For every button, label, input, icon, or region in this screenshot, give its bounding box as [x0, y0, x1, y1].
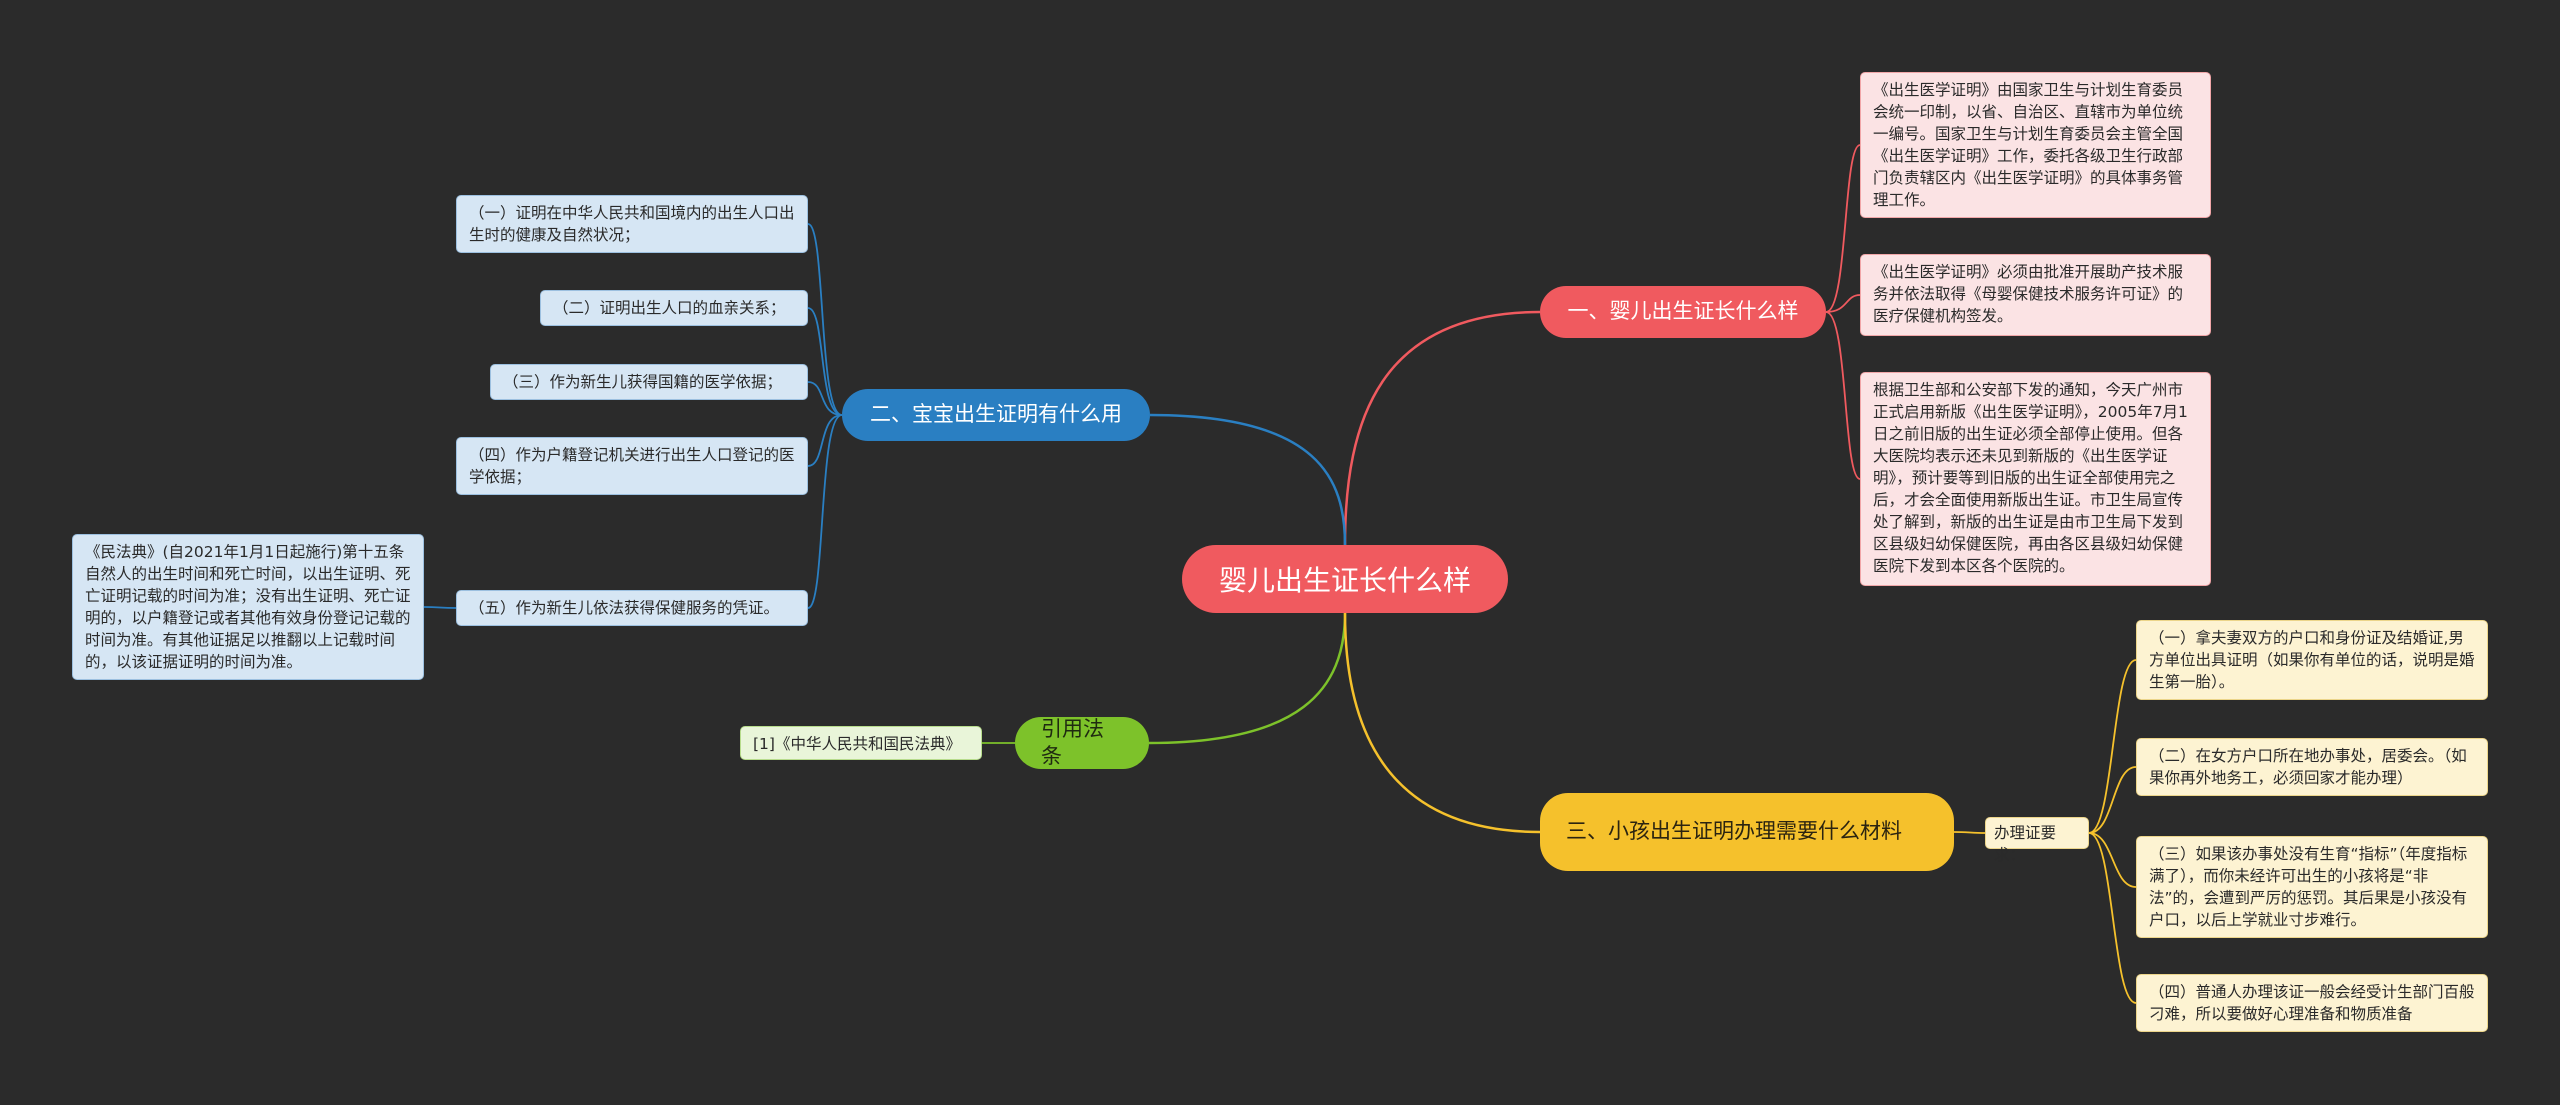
edge-yellow-mid: [1953, 831, 1986, 834]
leaf-node[interactable]: （五）作为新生儿依法获得保健服务的凭证。: [456, 590, 808, 626]
leaf-node[interactable]: （一）证明在中华人民共和国境内的出生人口出生时的健康及自然状况；: [456, 195, 808, 253]
edge-blue-sub: [423, 606, 457, 609]
edge-blue-5: [807, 414, 843, 609]
branch-appearance[interactable]: 一、婴儿出生证长什么样: [1540, 286, 1826, 338]
leaf-node[interactable]: （三）如果该办事处没有生育“指标”（年度指标满了），而你未经许可出生的小孩将是“…: [2136, 836, 2488, 938]
root-label: 婴儿出生证长什么样: [1218, 564, 1471, 597]
root-node[interactable]: 婴儿出生证长什么样: [1182, 545, 1508, 613]
edge-yellow-2: [2088, 766, 2137, 834]
edge-root-green: [1148, 612, 1347, 745]
leaf-node[interactable]: （四）普通人办理该证一般会经受计生部门百般刁难，所以要做好心理准备和物质准备: [2136, 974, 2488, 1032]
edge-yellow-4: [2088, 832, 2137, 1004]
branch-label: 一、婴儿出生证长什么样: [1567, 299, 1799, 324]
edge-blue-3: [807, 381, 843, 416]
edge-red-1: [1825, 144, 1861, 313]
edge-root-blue: [1149, 413, 1347, 546]
leaf-node[interactable]: （一）拿夫妻双方的户口和身份证及结婚证,男方单位出具证明（如果你有单位的话，说明…: [2136, 620, 2488, 700]
branch-label: 引用法条: [1041, 716, 1104, 768]
branch-usage[interactable]: 二、宝宝出生证明有什么用: [842, 389, 1150, 441]
leaf-node[interactable]: （二）在女方户口所在地办事处，居委会。（如果你再外地务工，必须回家才能办理）: [2136, 738, 2488, 796]
leaf-node[interactable]: [1]《中华人民共和国民法典》: [740, 726, 982, 760]
edge-root-red: [1343, 310, 1541, 546]
edge-root-yellow: [1343, 612, 1541, 834]
edge-yellow-1: [2088, 659, 2137, 834]
edge-blue-4: [807, 414, 843, 467]
leaf-node[interactable]: （四）作为户籍登记机关进行出生人口登记的医学依据；: [456, 437, 808, 495]
edge-blue-2: [807, 307, 843, 416]
edge-blue-1: [807, 223, 843, 416]
leaf-node[interactable]: （三）作为新生儿获得国籍的医学依据；: [490, 364, 808, 400]
leaf-node[interactable]: 《出生医学证明》必须由批准开展助产技术服务并依法取得《母婴保健技术服务许可证》的…: [1860, 254, 2211, 336]
mid-node[interactable]: 办理证要求：: [1985, 817, 2089, 864]
edge-red-3: [1825, 311, 1861, 480]
leaf-node[interactable]: （二）证明出生人口的血亲关系；: [540, 290, 808, 326]
edge-yellow-3: [2088, 832, 2137, 888]
branch-materials[interactable]: 三、小孩出生证明办理需要什么材料: [1540, 793, 1954, 871]
sub-leaf-node[interactable]: 《民法典》(自2021年1月1日起施行)第十五条 自然人的出生时间和死亡时间，以…: [72, 534, 424, 680]
leaf-node[interactable]: 根据卫生部和公安部下发的通知，今天广州市正式启用新版《出生医学证明》，2005年…: [1860, 372, 2211, 586]
branch-label: 二、宝宝出生证明有什么用: [870, 402, 1122, 427]
branch-label: 三、小孩出生证明办理需要什么材料: [1566, 819, 1902, 844]
branch-citation[interactable]: 引用法条: [1015, 717, 1149, 769]
edge-red-2: [1825, 294, 1861, 313]
leaf-node[interactable]: 《出生医学证明》由国家卫生与计划生育委员会统一印制，以省、自治区、直辖市为单位统…: [1860, 72, 2211, 218]
